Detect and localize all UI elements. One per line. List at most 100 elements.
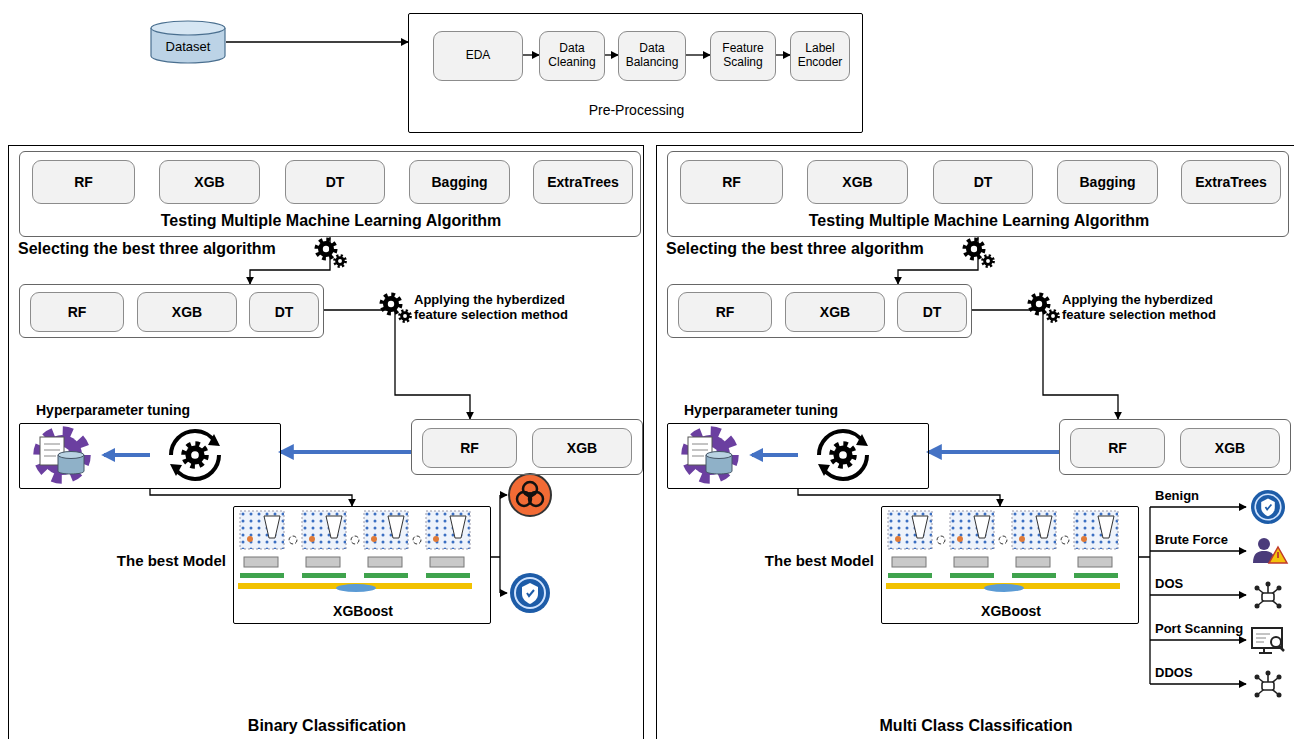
flow-arrow [686,54,710,55]
algorithm-box: XGB [532,428,632,468]
benign-icon [510,573,550,613]
step-label: Applying the hyberdized feature selectio… [414,293,592,323]
node-text: Testing Multiple Machine Learning Algori… [668,212,1290,230]
node-text: EDA [437,49,519,63]
node-text: Data Cleaning [543,42,601,70]
brute-force-icon [1253,538,1287,563]
flow-arrow [972,310,1118,419]
algorithm-box: XGB [785,292,885,332]
flow-arrow [776,54,790,55]
algorithm-box: XGB [1180,428,1280,468]
algorithm-box: RF [422,428,517,468]
stage-group: Pre-Processing EDA Data Cleaning Data Balan… [408,13,863,133]
node-text: Feature Scaling [714,42,772,70]
class-label: DOS [1155,577,1250,592]
node-text: DT [253,304,315,320]
algorithm-group: Testing Multiple Machine Learning Algori… [19,151,641,237]
class-label: Benign [1155,489,1250,504]
flow-arrow [605,54,618,55]
class-label: Brute Force [1155,533,1250,548]
algorithm-box: RF [680,160,783,204]
process-box: Feature Scaling [710,31,776,81]
node-text: Hyperparameter tuning [684,402,914,418]
node-text: XGB [141,304,233,320]
algorithm-box: RF [32,160,135,204]
algorithm-box: RF [1070,428,1165,468]
port-scan-icon [1252,628,1284,653]
step-label: Selecting the best three algorithm [666,240,966,258]
node-text: XGB [163,174,256,190]
binary-outputs [490,474,551,613]
node-text: RF [34,304,120,320]
panel-box: Binary Classification Testing Multiple Ma… [8,145,644,739]
algorithm-group: Testing Multiple Machine Learning Algori… [667,151,1289,237]
algorithm-box: ExtraTrees [1181,160,1281,204]
node-text: RF [684,174,779,190]
algorithm-box: Bagging [1057,160,1158,204]
node-text: RF [682,304,768,320]
node-text: The best Model [732,552,874,569]
node-text: Bagging [413,174,506,190]
node-text: Label Encoder [794,42,846,70]
node-text: RF [36,174,131,190]
node-text: XGB [1184,440,1276,456]
algorithm-box: XGB [807,160,908,204]
cylinder-top [151,21,225,35]
flow-arrow [929,450,1059,454]
tuning-box: Hyperparameter tuning [19,423,281,489]
tuning-box: Hyperparameter tuning [667,423,929,489]
step-label: Applying the hyberdized feature selectio… [1062,293,1240,323]
model-box: The best ModelXGBoost [881,506,1139,624]
algorithm-box: ExtraTrees [533,160,633,204]
node-text: XGBoost [882,603,1140,619]
model-box: The best ModelXGBoost [233,506,491,624]
node-text: XGB [789,304,881,320]
node-text: Testing Multiple Machine Learning Algori… [20,212,642,230]
algorithm-box: XGB [137,292,237,332]
node-text: Bagging [1061,174,1154,190]
selected-group: RF XGB [1059,419,1291,475]
selected-group: RF XGB DT [19,284,324,338]
node-text: ExtraTrees [1185,174,1277,190]
node-text: XGB [536,440,628,456]
process-box: Label Encoder [790,31,850,81]
flow-arrow [798,489,1000,506]
node-text: XGB [811,174,904,190]
process-box: Data Balancing [618,31,686,81]
class-label: DDOS [1155,666,1250,681]
algorithm-box: Bagging [409,160,510,204]
process-box: EDA [433,31,523,81]
algorithm-box: DT [933,160,1033,204]
algorithm-box: RF [678,292,772,332]
ddos-icon [1255,671,1282,698]
node-text: The best Model [84,552,226,569]
algorithm-box: DT [897,292,967,332]
node-text: RF [426,440,513,456]
node-text: ExtraTrees [537,174,629,190]
node-text: Pre-Processing [409,102,864,118]
step-label: Selecting the best three algorithm [18,240,318,258]
dos-icon [1255,582,1282,609]
selected-group: RF XGB DT [667,284,972,338]
flow-arrow [281,450,411,454]
algorithm-box: RF [30,292,124,332]
node-text: DT [901,304,963,320]
multiclass-outputs [1138,490,1287,698]
flow-arrow [324,310,470,419]
node-text: Data Balancing [622,42,682,70]
benign-icon [1251,490,1285,524]
node-text: Binary Classification [9,717,645,735]
flow-arrow [523,54,539,55]
class-label: Port Scanning [1155,622,1250,637]
algorithm-box: DT [285,160,385,204]
node-text: Dataset [153,40,223,55]
node-text: Multi Class Classification [657,717,1294,735]
panel-box: Multi Class Classification Testing Multip… [656,145,1294,739]
node-text: RF [1074,440,1161,456]
node-text: DT [937,174,1029,190]
node-text: XGBoost [234,603,492,619]
flow-arrow [226,41,408,42]
process-box: Data Cleaning [539,31,605,81]
node-text: Hyperparameter tuning [36,402,266,418]
